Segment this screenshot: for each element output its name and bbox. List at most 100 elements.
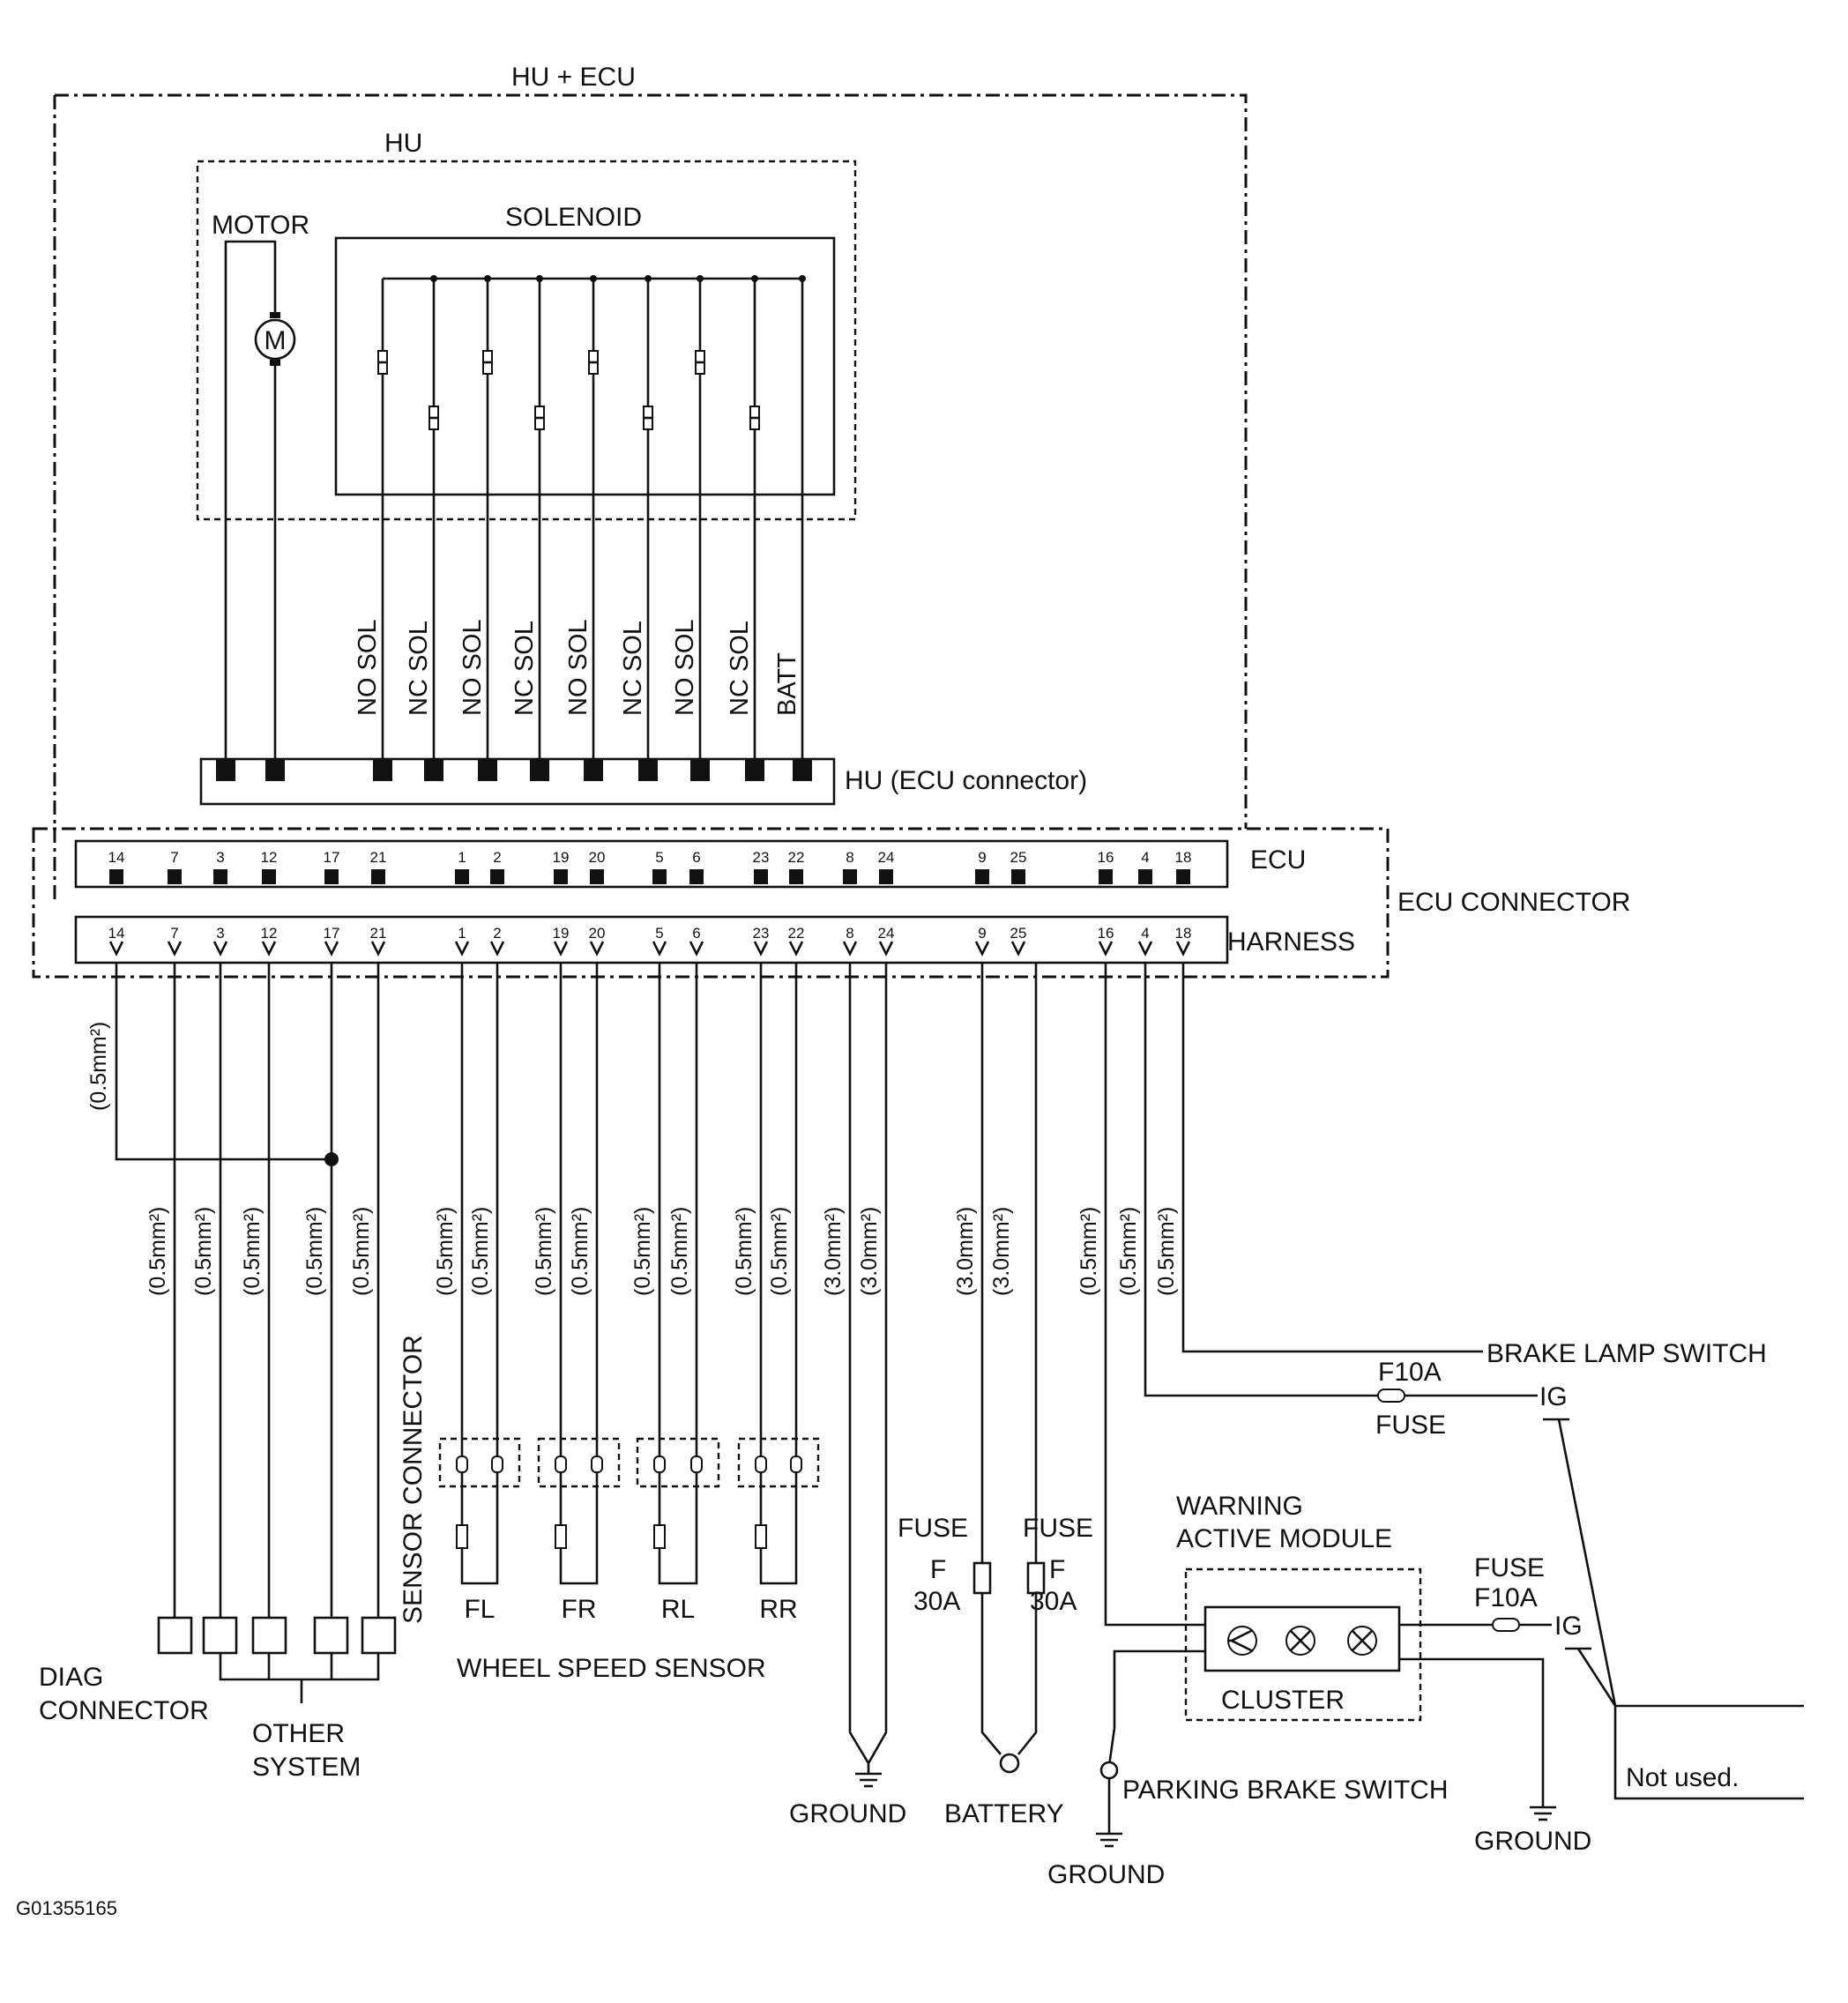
ecu-pin-number: 8 (846, 849, 853, 866)
motor-wire-loop (224, 240, 277, 758)
harness-pin-terminal (1098, 941, 1114, 957)
ecu-pin (324, 869, 339, 884)
hu-ecu-connector-strip (199, 757, 836, 806)
ig-fuse-rating: F10A (1378, 1358, 1442, 1387)
solenoid-bus-node (645, 275, 652, 282)
harness-pin-number: 19 (553, 925, 570, 942)
pin4-wire-to-ig (1144, 963, 1538, 1397)
hu-connector-pin (478, 760, 497, 781)
harness-pin-terminal (589, 941, 605, 957)
ecu-pin (1099, 869, 1113, 884)
ecu-pin-number: 18 (1175, 849, 1192, 866)
harness-label: HARNESS (1227, 927, 1355, 957)
wire-gauge-label: (0.5mm²) (767, 1207, 792, 1296)
harness-pin-terminal (753, 941, 769, 957)
harness-pin-number: 9 (978, 925, 986, 942)
warning-module-boundary (1184, 1567, 1422, 1722)
hu-connector-pin (530, 760, 549, 781)
sensor-connector-pin (456, 1456, 468, 1473)
harness-pin-terminal (324, 941, 339, 957)
cluster-fuse-icon (1492, 1618, 1520, 1632)
sensor-loop (559, 1481, 599, 1585)
not-used-label: Not used. (1626, 1763, 1739, 1792)
ground-symbol (855, 1763, 882, 1788)
harness-pin-number: 3 (216, 925, 224, 942)
wire-gauge-label: (0.5mm²) (433, 1207, 458, 1296)
parking-brake-ground-symbol (1096, 1832, 1122, 1848)
ecu-pin (490, 869, 504, 884)
harness-pin-terminal (370, 941, 386, 957)
harness-pin-terminal (689, 941, 704, 957)
solenoid-bus-node (484, 275, 491, 282)
sensor-connector-box (636, 1437, 720, 1488)
harness-pin-number: 2 (493, 925, 501, 942)
ecu-pin (554, 869, 568, 884)
wire-gauge-label: (0.5mm²) (468, 1207, 493, 1296)
sensor-connector-box (537, 1437, 621, 1488)
ig-label: IG (1539, 1382, 1568, 1411)
hu-label: HU (384, 129, 422, 158)
solenoid-bus-node (751, 275, 758, 282)
harness-pin-number: 6 (692, 925, 700, 942)
other-system-label-2: SYSTEM (252, 1753, 361, 1782)
ecu-pin-number: 2 (493, 849, 501, 866)
diag-connector-label-2: CONNECTOR (39, 1696, 209, 1725)
warning-lamp-icon-1 (1227, 1626, 1257, 1656)
wire-gauge-label: (0.5mm²) (1077, 1207, 1101, 1296)
wire-gauge-labels: (0.5mm²) (0.5mm²) (0.5mm²) (0.5mm²) (0.5mm²)… (145, 1207, 1179, 1296)
ecu-pin-number: 1 (458, 849, 466, 866)
sensor-loop (658, 1481, 698, 1585)
parking-brake-switch-label: PARKING BRAKE SWITCH (1122, 1776, 1449, 1805)
ecu-pin-number: 17 (324, 849, 340, 866)
motor-terminal-top (270, 312, 280, 318)
sensor-connector-pin (555, 1456, 567, 1473)
motor-label: MOTOR (212, 211, 309, 240)
solenoid-bus-node (697, 275, 704, 282)
wire-gauge-label: (3.0mm²) (953, 1207, 978, 1296)
harness-pin-number: 17 (324, 925, 340, 942)
harness-pin-terminal (167, 941, 183, 957)
ecu-pin-number: 21 (370, 849, 387, 866)
diag-gauge-label: (0.5mm²) (86, 1022, 111, 1111)
battery-terminal (999, 1753, 1020, 1774)
ecu-pin (689, 869, 704, 884)
wire-gauge-label: (0.5mm²) (1116, 1207, 1141, 1296)
ecu-pin-number: 7 (170, 849, 178, 866)
ground-label-2: GROUND (1047, 1860, 1165, 1889)
solenoid-wire-label: NO SOL (671, 619, 699, 716)
harness-pin-terminal (842, 941, 858, 957)
hu-connector-pin (690, 760, 710, 781)
wire-gauge-label: (0.5mm²) (568, 1207, 592, 1296)
ecu-pin (168, 869, 182, 884)
ecu-connector-boundary (32, 827, 1390, 979)
diag-connector-label-1: DIAG (39, 1663, 103, 1692)
fuse-right-f: F (1049, 1555, 1065, 1584)
harness-pin-terminal (652, 941, 667, 957)
hu-connector-pin (265, 760, 285, 781)
connector-block-pin21 (361, 1616, 397, 1655)
harness-pin-terminal (212, 941, 228, 957)
cluster-ground-wire (1399, 1657, 1545, 1807)
other-system-bus (219, 1653, 380, 1703)
sensor-connector-pin (790, 1456, 802, 1473)
sensor-connector-label: SENSOR CONNECTOR (399, 1335, 428, 1624)
other-system-label-1: OTHER (252, 1719, 345, 1748)
harness-pin-number: 16 (1098, 925, 1114, 942)
ecu-pin (1138, 869, 1152, 884)
wire-gauge-label: (0.5mm²) (240, 1207, 265, 1296)
solenoid-wire-label: NC SOL (619, 621, 647, 716)
solenoid-bus-node (799, 275, 806, 282)
solenoid-wire-label: NC SOL (405, 621, 433, 716)
parking-brake-wire (1107, 1649, 1205, 1767)
ecu-pin (455, 869, 469, 884)
harness-pin-terminal (261, 941, 277, 957)
ecu-pin-number: 6 (692, 849, 700, 866)
ecu-pin (879, 869, 893, 884)
hu-connector-label: HU (ECU connector) (845, 766, 1087, 795)
ecu-pin-number: 4 (1141, 849, 1149, 866)
wire-gauge-label: (0.5mm²) (302, 1207, 327, 1296)
sensor-loop (759, 1481, 798, 1585)
